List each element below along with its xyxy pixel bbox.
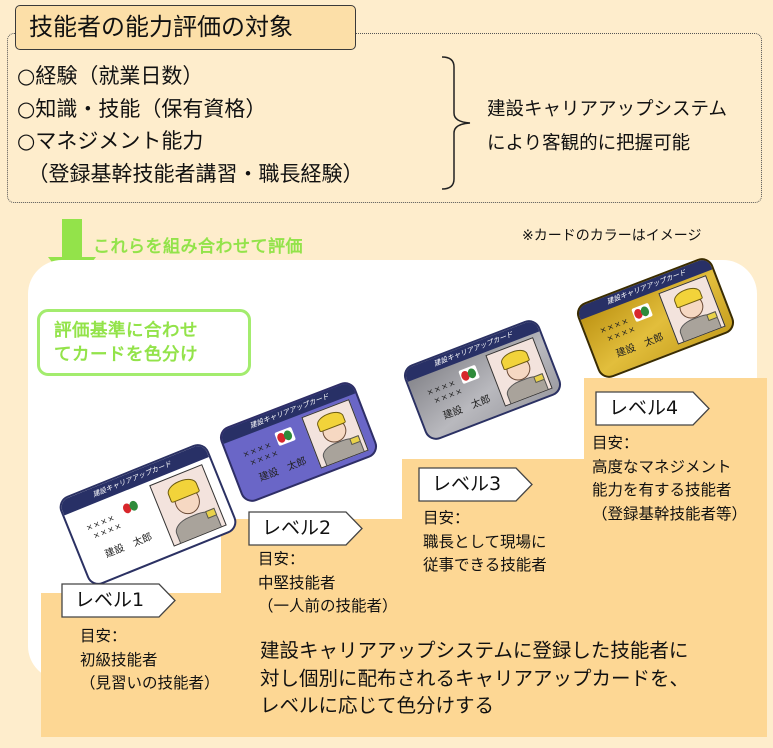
color-by-criteria-box: 評価基準に合わせ てカードを色分け: [37, 309, 251, 376]
level-3-label: レベル3: [418, 467, 534, 502]
card-logo-icon: [120, 497, 143, 518]
criteria-item: ○経験（就業日数）: [17, 64, 204, 88]
card-id: ×××× ××××: [84, 512, 124, 542]
summary-text: 建設キャリアアップシステムに登録した技能者に 対し個別に配布されるキャリアアップ…: [260, 639, 690, 717]
color-by-criteria-line: てカードを色分け: [54, 345, 198, 365]
level-3-description: 目安： 職長として現場に 従事できる技能者: [423, 509, 547, 574]
level-2-label: レベル2: [248, 511, 364, 546]
card-logo-icon: [458, 365, 480, 385]
level-1-label: レベル1: [61, 583, 177, 618]
card-logo-icon: [631, 303, 653, 323]
card-logo-icon: [274, 427, 296, 447]
card-color-note: ※カードのカラーはイメージ: [522, 228, 702, 244]
level-4-label: レベル4: [595, 391, 711, 426]
level-4-description: 目安： 高度なマネジメント 能力を有する技能者 （登録基幹技能者等）: [592, 434, 748, 523]
color-by-criteria-line: 評価基準に合わせ: [54, 321, 198, 341]
system-note-line: 建設キャリアアップシステム: [487, 99, 727, 120]
level-1-description: 目安： 初級技能者 （見習いの技能者）: [80, 627, 220, 692]
page-title: 技能者の能力評価の対象: [15, 5, 356, 50]
system-note: 建設キャリアアップシステム により客観的に把握可能: [487, 93, 727, 161]
right-brace-icon: [441, 56, 471, 190]
combine-label: これらを組み合わせて評価: [93, 237, 303, 257]
criteria-item: ○マネジメント能力: [17, 129, 204, 153]
criteria-list: ○経験（就業日数） ○知識・技能（保有資格） ○マネジメント能力 （登録基幹技能者講…: [17, 60, 364, 190]
criteria-item: （登録基幹技能者講習・職長経験）: [17, 161, 364, 186]
criteria-item: ○知識・技能（保有資格）: [17, 96, 267, 121]
system-note-line: により客観的に把握可能: [487, 133, 691, 154]
criteria-dotted-box: [7, 33, 762, 203]
level-2-description: 目安： 中堅技能者 （一人前の技能者）: [258, 550, 398, 615]
